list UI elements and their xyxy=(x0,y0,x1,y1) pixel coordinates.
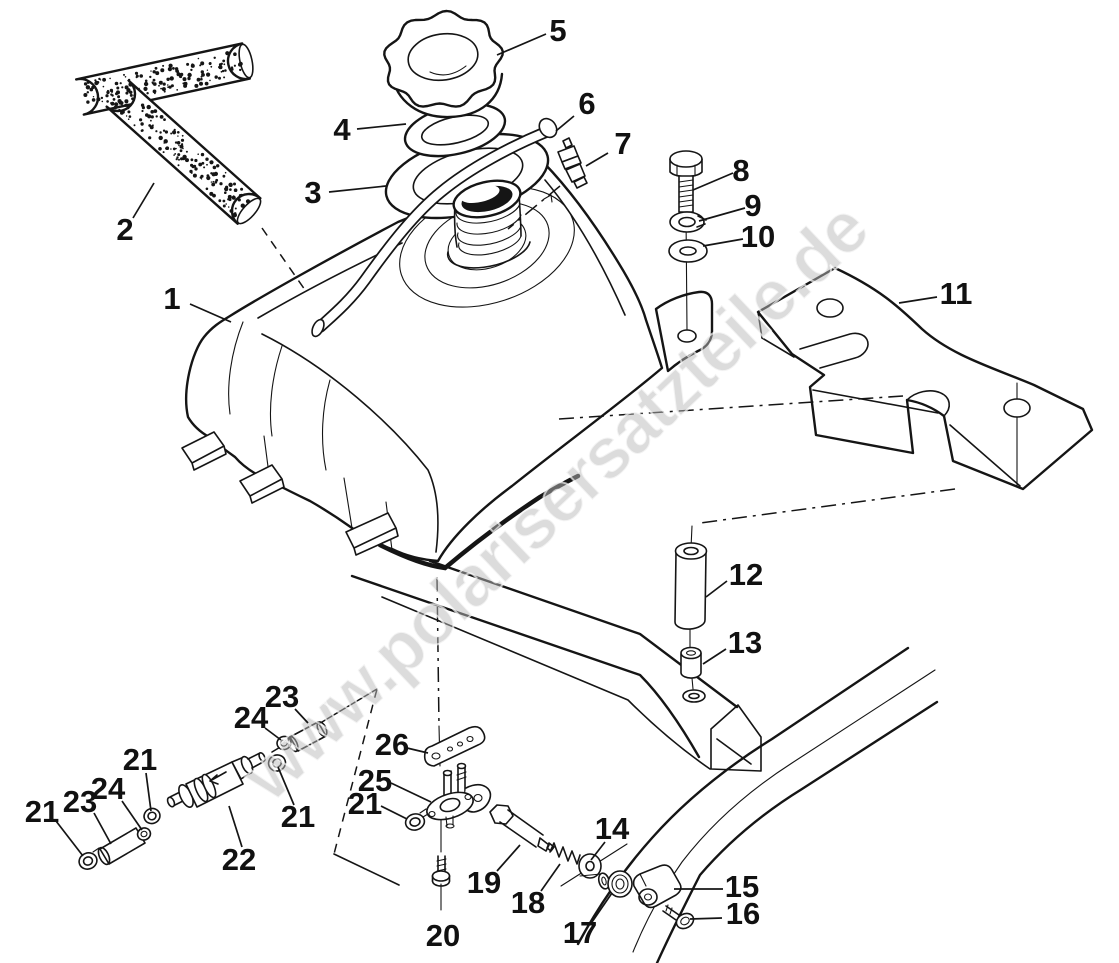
part-label-25: 25 xyxy=(358,763,392,798)
leader-line-21d xyxy=(380,805,408,820)
part-label-2: 2 xyxy=(116,212,133,247)
leader-line-6 xyxy=(555,115,575,132)
foam-bar-1 xyxy=(74,42,252,116)
part-label-24a: 24 xyxy=(234,700,269,735)
leader-line-1 xyxy=(189,303,232,323)
part-label-23a: 23 xyxy=(265,679,299,714)
part-label-21d: 21 xyxy=(348,786,382,821)
part-label-3: 3 xyxy=(304,175,321,210)
leader-line-13 xyxy=(702,648,727,665)
part-label-11: 11 xyxy=(940,276,973,311)
leader-line-17 xyxy=(591,892,613,923)
leader-line-21b xyxy=(145,772,152,812)
part-label-14: 14 xyxy=(595,811,630,846)
flat-washer xyxy=(668,239,708,343)
part-label-19: 19 xyxy=(467,865,501,900)
leader-line-5 xyxy=(496,33,547,56)
part-label-7: 7 xyxy=(614,126,631,161)
part-label-20: 20 xyxy=(426,918,460,953)
filler-neck xyxy=(446,179,531,269)
leader-line-25 xyxy=(390,782,432,803)
leader-line-7 xyxy=(585,152,609,167)
spacer xyxy=(674,525,708,649)
leader-line-23b xyxy=(93,812,112,845)
bushing xyxy=(680,646,702,690)
outlet-fitting xyxy=(489,804,555,852)
part-label-21b: 21 xyxy=(123,742,157,777)
foam-pad xyxy=(74,42,262,225)
fuel-hose-left xyxy=(97,827,146,866)
part-label-12: 12 xyxy=(729,557,763,592)
leader-line-22 xyxy=(228,805,243,848)
leader-line-18 xyxy=(540,863,561,892)
hose-clamp-right-inner xyxy=(267,754,287,772)
part-label-6: 6 xyxy=(578,86,595,121)
vent-hose xyxy=(311,117,558,338)
fuel-filter xyxy=(166,751,266,808)
tank-mount-tab xyxy=(654,290,714,373)
part-label-5: 5 xyxy=(549,13,566,48)
part-label-18: 18 xyxy=(511,885,545,920)
part-label-13: 13 xyxy=(728,625,762,660)
leader-line-16 xyxy=(689,917,723,920)
hose-clamp-valve xyxy=(404,808,429,831)
leader-line-10 xyxy=(702,238,744,247)
block-screw xyxy=(662,904,695,930)
cap-gasket xyxy=(403,102,507,158)
hose-clamp-left-inner xyxy=(136,807,161,841)
part-label-9: 9 xyxy=(744,188,761,223)
mount-bracket xyxy=(756,266,1094,491)
leader-line-21c xyxy=(277,766,295,806)
fuel-hose-right xyxy=(287,721,328,753)
foam-bar-end xyxy=(238,43,254,79)
leader-line-23a xyxy=(294,708,309,724)
leader-line-2 xyxy=(132,182,155,219)
part-label-17: 17 xyxy=(563,915,597,950)
part-label-21a: 21 xyxy=(25,794,59,829)
leader-line-24a xyxy=(264,727,282,741)
valve-plate xyxy=(423,725,486,767)
part-label-22: 22 xyxy=(222,842,256,877)
leader-line-9 xyxy=(698,207,746,222)
leader-line-19 xyxy=(496,844,521,872)
part-label-1: 1 xyxy=(163,281,180,316)
fuel-valve xyxy=(426,762,492,829)
part-label-24b: 24 xyxy=(91,771,126,806)
leader-line-14 xyxy=(590,841,606,861)
fuel-cap xyxy=(383,9,504,119)
leader-line-8 xyxy=(692,172,734,191)
part-label-16: 16 xyxy=(726,896,760,931)
part-label-10: 10 xyxy=(741,219,775,254)
part-label-23b: 23 xyxy=(63,784,97,819)
washer-grommet-set xyxy=(597,870,633,898)
part-label-26: 26 xyxy=(375,727,409,762)
hose-clamp-left-outer xyxy=(78,847,100,870)
leader-line-26 xyxy=(406,747,429,754)
part-label-4: 4 xyxy=(333,112,351,147)
part-label-8: 8 xyxy=(732,153,749,188)
retainer-clip xyxy=(578,853,602,879)
vent-fitting xyxy=(507,137,588,230)
lock-washer xyxy=(669,211,707,233)
part-label-15: 15 xyxy=(725,869,759,904)
valve-screw xyxy=(431,855,451,887)
leader-line-3 xyxy=(328,185,387,193)
leader-line-11 xyxy=(898,296,938,304)
leader-line-12 xyxy=(705,580,728,598)
mount-block xyxy=(632,864,682,909)
part-label-21c: 21 xyxy=(281,799,315,834)
frame-crossmember xyxy=(350,559,762,772)
leader-line-24b xyxy=(121,800,143,831)
spring xyxy=(549,842,581,865)
leader-line-21a xyxy=(55,820,84,857)
leader-line-4 xyxy=(356,123,407,130)
